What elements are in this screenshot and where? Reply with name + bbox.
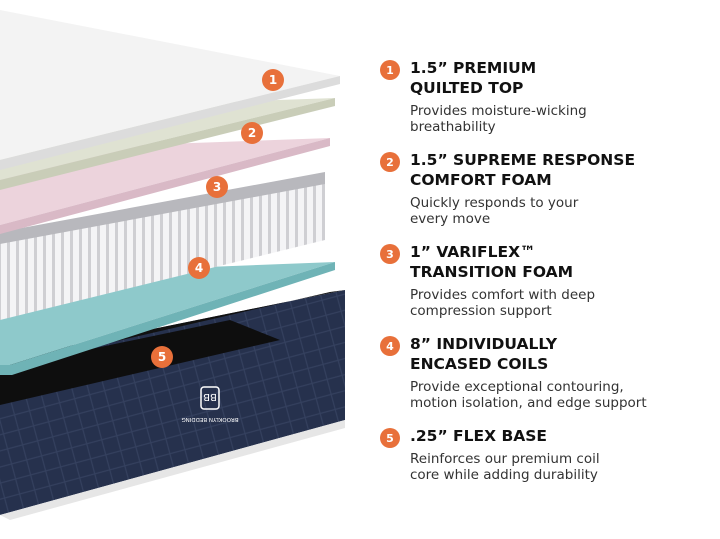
layer-badge-2: 2 <box>241 122 263 144</box>
coil-layer <box>0 172 325 320</box>
number-badge: 4 <box>380 336 400 356</box>
svg-text:BROOKLYN BEDDING: BROOKLYN BEDDING <box>181 416 238 422</box>
layer-badge-5: 5 <box>151 346 173 368</box>
brand-logo: BB BROOKLYN BEDDING <box>181 386 239 422</box>
layer-badge-3: 3 <box>206 176 228 198</box>
svg-text:BB: BB <box>203 391 217 402</box>
feature-description: Provide exceptional contouring,motion is… <box>410 379 647 411</box>
layer-badge-4: 4 <box>188 257 210 279</box>
feature-title: .25” FLEX BASE <box>410 427 548 445</box>
quilted-top-layer <box>0 10 340 170</box>
layer-badge-1: 1 <box>262 69 284 91</box>
number-badge: 5 <box>380 428 400 448</box>
number-badge: 3 <box>380 244 400 264</box>
mattress-layers-illustration: BB BROOKLYN BEDDING <box>0 10 345 520</box>
number-badge: 1 <box>380 60 400 80</box>
number-badge: 2 <box>380 152 400 172</box>
feature-5: 5 .25” FLEX BASE Reinforces our premium … <box>380 426 710 483</box>
